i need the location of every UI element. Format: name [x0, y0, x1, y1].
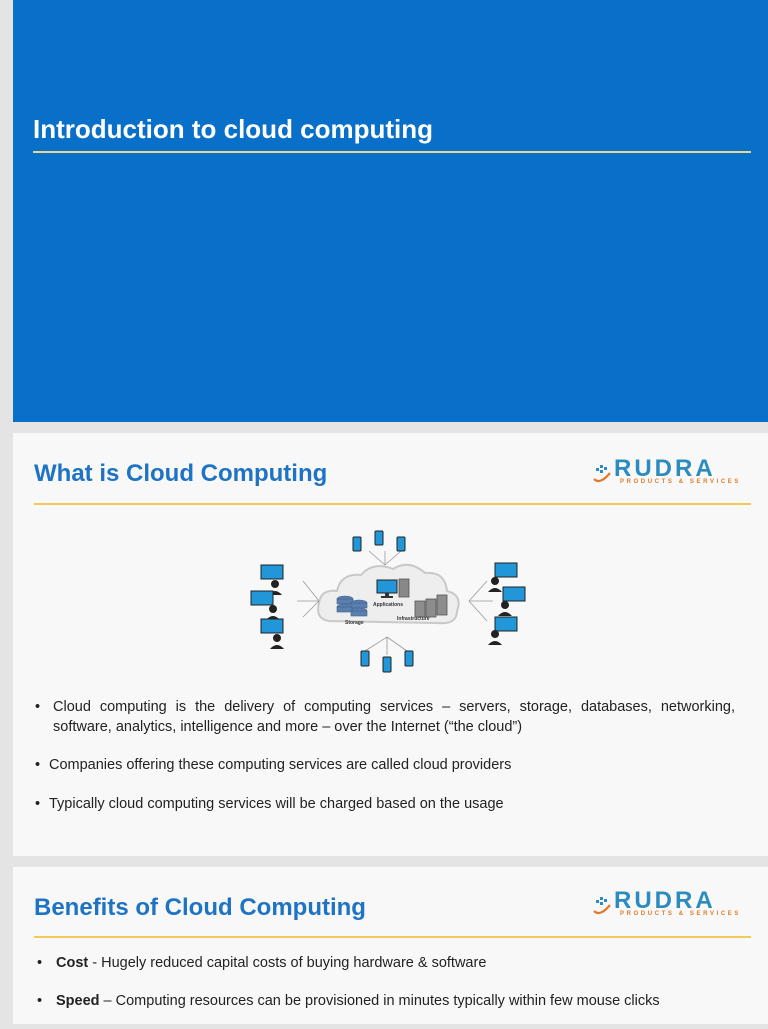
cloud-computing-diagram: Applications Storage Infrastructure [250, 530, 526, 673]
list-item: Cloud computing is the delivery of compu… [33, 697, 735, 737]
application-monitor-icon [376, 578, 410, 598]
slide-benefits: Benefits of Cloud Computing RUDRA PRODUC… [13, 867, 768, 1024]
storage-icon [336, 595, 368, 617]
benefit-text: – Computing resources can be provisioned… [99, 993, 660, 1009]
logo-mark-icon [593, 465, 611, 483]
user-workstation-icon [250, 564, 284, 649]
bullet-list: Cloud computing is the delivery of compu… [33, 697, 735, 814]
title-underline [34, 503, 751, 505]
list-item: Speed – Computing resources can be provi… [35, 991, 745, 1011]
rudra-logo: RUDRA PRODUCTS & SERVICES [590, 455, 740, 489]
label-storage: Storage [345, 620, 364, 626]
list-item: Typically cloud computing services will … [33, 794, 735, 814]
label-infrastructure: Infrastructure [397, 616, 430, 622]
slide-title: Benefits of Cloud Computing [34, 894, 366, 921]
phone-icon [352, 530, 406, 552]
title-underline [33, 151, 751, 153]
logo-wordmark: RUDRA [614, 455, 716, 482]
title-underline [34, 936, 751, 938]
server-rack-icon [414, 594, 448, 618]
benefit-text: - Hugely reduced capital costs of buying… [88, 955, 487, 971]
rudra-logo: RUDRA PRODUCTS & SERVICES [590, 887, 740, 921]
slide-title: Introduction to cloud computing [33, 114, 434, 144]
logo-mark-icon [593, 897, 611, 915]
slide-intro: Introduction to cloud computing [13, 0, 768, 422]
list-item: Companies offering these computing servi… [33, 755, 735, 775]
slide-title: What is Cloud Computing [34, 460, 328, 487]
phone-icon [360, 650, 414, 673]
logo-wordmark: RUDRA [614, 887, 716, 914]
user-workstation-icon [488, 562, 526, 645]
bullet-list: Cost - Hugely reduced capital costs of b… [35, 953, 745, 1029]
benefit-term: Cost [56, 955, 89, 971]
logo-tagline: PRODUCTS & SERVICES [620, 479, 741, 485]
list-item: Cost - Hugely reduced capital costs of b… [35, 953, 745, 973]
benefit-term: Speed [56, 993, 100, 1009]
label-applications: Applications [373, 602, 403, 608]
logo-tagline: PRODUCTS & SERVICES [620, 911, 741, 917]
slide-what-is-cloud: What is Cloud Computing RUDRA PRODUCTS &… [13, 433, 768, 856]
